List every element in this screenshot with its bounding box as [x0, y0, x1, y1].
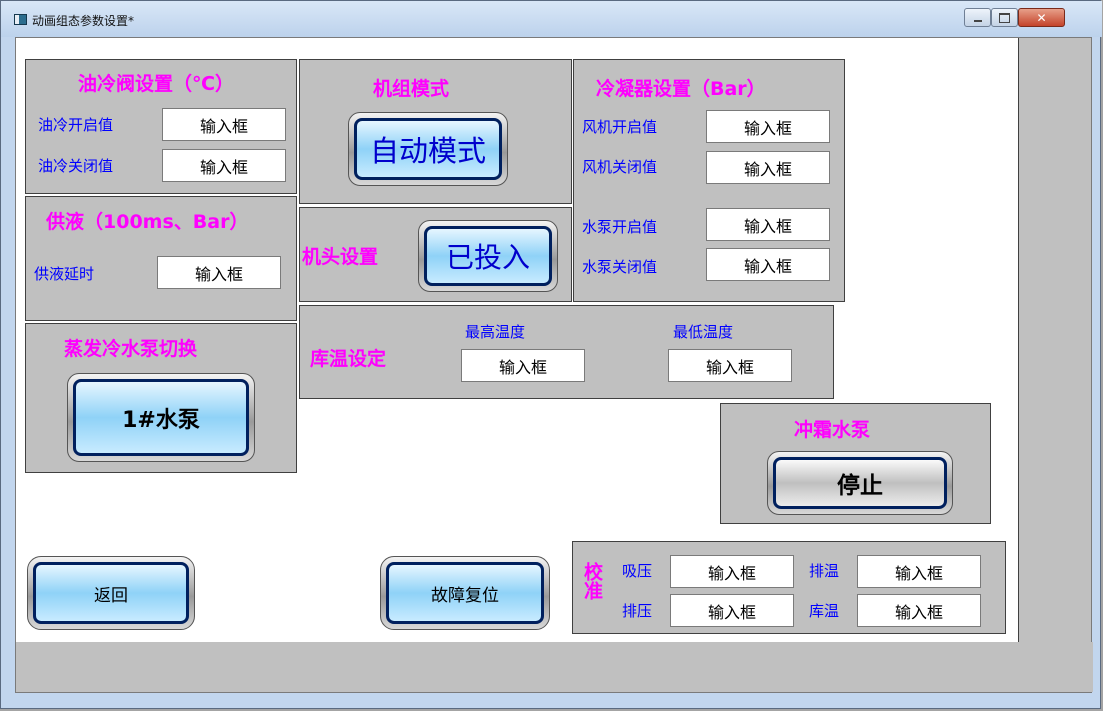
oil-open-input[interactable]: 输入框	[162, 108, 286, 141]
head-panel: 机头设置 已投入	[299, 207, 572, 302]
pump-switch-button-face: 1#水泵	[73, 379, 249, 456]
defrost-stop-label: 停止	[837, 473, 883, 499]
fan-close-label: 风机关闭值	[582, 158, 658, 176]
condenser-panel: 冷凝器设置（Bar） 风机开启值 输入框 风机关闭值 输入框 水泵开启值 输入框…	[573, 59, 845, 302]
minimize-icon	[973, 19, 982, 22]
exhaust-temp-label: 排温	[809, 562, 840, 580]
oil-close-input[interactable]: 输入框	[162, 149, 286, 182]
max-temp-input[interactable]: 输入框	[461, 349, 585, 382]
min-temp-label: 最低温度	[673, 323, 734, 341]
head-engaged-button[interactable]: 已投入	[418, 220, 558, 292]
condenser-title: 冷凝器设置（Bar）	[596, 78, 766, 100]
close-icon: ✕	[1036, 10, 1047, 25]
pump-open-label: 水泵开启值	[582, 218, 658, 236]
pump-switch-label: 1#水泵	[122, 407, 200, 433]
head-engaged-button-face: 已投入	[424, 226, 552, 286]
pump-switch-button[interactable]: 1#水泵	[67, 373, 255, 462]
defrost-pump-panel: 冲霜水泵 停止	[720, 403, 991, 524]
close-button[interactable]: ✕	[1018, 8, 1065, 27]
supply-delay-input[interactable]: 输入框	[157, 256, 281, 289]
suction-pressure-input[interactable]: 输入框	[670, 555, 794, 588]
suction-pressure-label: 吸压	[622, 562, 653, 580]
fan-close-input[interactable]: 输入框	[706, 151, 830, 184]
fan-open-label: 风机开启值	[582, 118, 658, 136]
discharge-pressure-input[interactable]: 输入框	[670, 594, 794, 627]
unit-mode-title: 机组模式	[373, 78, 450, 100]
back-button-face: 返回	[33, 562, 189, 624]
auto-mode-button[interactable]: 自动模式	[348, 112, 508, 186]
unit-mode-panel: 机组模式 自动模式	[299, 59, 572, 204]
defrost-pump-title: 冲霜水泵	[794, 419, 871, 441]
head-engaged-label: 已投入	[445, 241, 530, 274]
title-bar[interactable]: 动画组态参数设置* ✕	[1, 1, 1102, 37]
maximize-icon	[999, 12, 1010, 23]
oil-valve-title: 油冷阀设置（℃）	[78, 73, 235, 95]
defrost-stop-button-face: 停止	[773, 457, 947, 509]
fan-open-input[interactable]: 输入框	[706, 110, 830, 143]
auto-mode-label: 自动模式	[369, 134, 486, 168]
calibration-title: 校准	[581, 562, 603, 600]
fault-reset-label: 故障复位	[431, 585, 499, 606]
supply-delay-label: 供液延时	[34, 265, 95, 283]
fault-reset-button-face: 故障复位	[386, 562, 544, 624]
min-temp-input[interactable]: 输入框	[668, 349, 792, 382]
supply-panel: 供液（100ms、Bar） 供液延时 输入框	[25, 196, 297, 321]
storage-temp-cal-label: 库温	[809, 602, 840, 620]
evap-pump-panel: 蒸发冷水泵切换 1#水泵	[25, 323, 297, 473]
config-canvas: 油冷阀设置（℃） 油冷开启值 输入框 油冷关闭值 输入框 机组模式 自动模式 冷…	[16, 38, 1019, 643]
app-icon	[14, 14, 27, 25]
calibration-panel: 校准 吸压 输入框 排温 输入框 排压 输入框 库温 输入框	[572, 541, 1006, 634]
pump-close-input[interactable]: 输入框	[706, 248, 830, 281]
storage-temp-title: 库温设定	[310, 348, 387, 370]
head-title: 机头设置	[302, 246, 379, 268]
storage-temp-cal-input[interactable]: 输入框	[857, 594, 981, 627]
exhaust-temp-input[interactable]: 输入框	[857, 555, 981, 588]
max-temp-label: 最高温度	[465, 323, 526, 341]
window-title: 动画组态参数设置*	[32, 14, 135, 28]
maximize-button[interactable]	[991, 8, 1018, 27]
pump-close-label: 水泵关闭值	[582, 258, 658, 276]
discharge-pressure-label: 排压	[622, 602, 653, 620]
supply-title: 供液（100ms、Bar）	[46, 211, 249, 233]
fault-reset-button[interactable]: 故障复位	[380, 556, 550, 630]
storage-temp-panel: 库温设定 最高温度 输入框 最低温度 输入框	[299, 305, 834, 399]
oil-valve-panel: 油冷阀设置（℃） 油冷开启值 输入框 油冷关闭值 输入框	[25, 59, 297, 194]
client-area: 油冷阀设置（℃） 油冷开启值 输入框 油冷关闭值 输入框 机组模式 自动模式 冷…	[15, 37, 1093, 693]
pump-open-input[interactable]: 输入框	[706, 208, 830, 241]
back-label: 返回	[94, 585, 128, 606]
oil-close-label: 油冷关闭值	[38, 157, 114, 175]
back-button[interactable]: 返回	[27, 556, 195, 630]
minimize-button[interactable]	[964, 8, 991, 27]
auto-mode-button-face: 自动模式	[354, 118, 502, 180]
evap-pump-title: 蒸发冷水泵切换	[64, 338, 198, 360]
status-strip	[16, 642, 1093, 692]
oil-open-label: 油冷开启值	[38, 116, 114, 134]
defrost-stop-button[interactable]: 停止	[767, 451, 953, 515]
